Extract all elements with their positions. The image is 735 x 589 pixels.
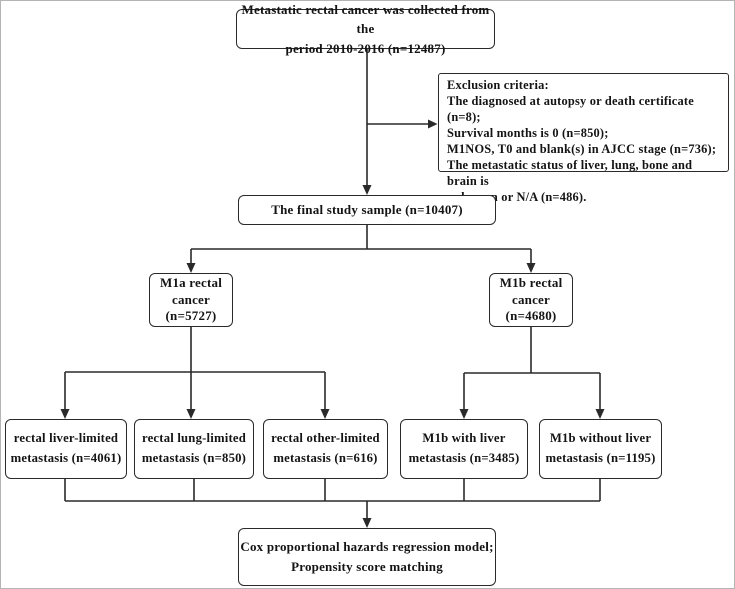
- node-m1a-rectal-cancer: M1a rectal cancer (n=5727): [149, 273, 233, 327]
- node-m1b-with-liver: M1b with liver metastasis (n=3485): [400, 419, 528, 479]
- connector-m1b-split: [459, 327, 605, 419]
- node-final-study-sample: The final study sample (n=10407): [238, 195, 496, 225]
- connector-final-split: [186, 225, 536, 273]
- node-m1b-rectal-cancer: M1b rectal cancer (n=4680): [489, 273, 573, 327]
- node-rectal-liver-limited: rectal liver-limited metastasis (n=4061): [5, 419, 127, 479]
- node-rectal-lung-limited: rectal lung-limited metastasis (n=850): [134, 419, 254, 479]
- node-analysis-methods: Cox proportional hazards regression mode…: [238, 528, 496, 586]
- node-exclusion-criteria: Exclusion criteria: The diagnosed at aut…: [438, 73, 729, 204]
- node-m1b-without-liver: M1b without liver metastasis (n=1195): [539, 419, 662, 479]
- node-source-population: Metastatic rectal cancer was collected f…: [236, 2, 495, 56]
- node-rectal-other-limited: rectal other-limited metastasis (n=616): [263, 419, 388, 479]
- connector-source-to-final: [362, 49, 372, 195]
- connector-m1a-split: [60, 327, 330, 419]
- connector-to-exclusion: [367, 119, 438, 129]
- connector-merge-to-analysis: [64, 479, 601, 528]
